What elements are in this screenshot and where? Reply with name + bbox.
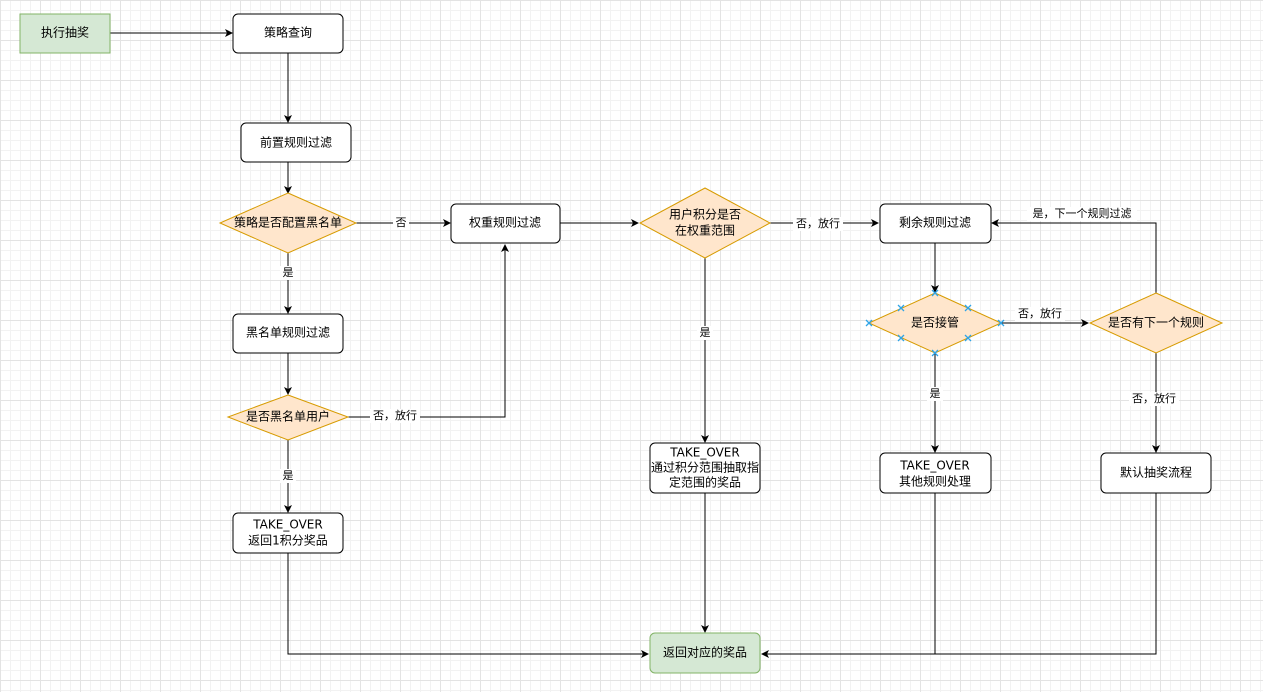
label-hasnext-yes-next: 是，下一个规则过滤 xyxy=(1027,206,1137,221)
node-label: 权重规则过滤 xyxy=(469,215,541,230)
node-label-line2: 通过积分范围抽取指 xyxy=(651,460,759,475)
node-label-line2: 在权重范围 xyxy=(675,224,735,238)
node-take-over-other[interactable]: TAKE_OVER 其他规则处理 xyxy=(879,452,992,494)
selection-handles xyxy=(865,289,1005,357)
node-label: 执行抽奖 xyxy=(41,26,89,40)
label-isblack-no-pass: 否，放行 xyxy=(370,408,420,423)
node-label-line1: TAKE_OVER xyxy=(899,459,969,473)
node-points-in-range[interactable]: 用户积分是否 在权重范围 xyxy=(638,187,772,259)
node-label: 策略是否配置黑名单 xyxy=(234,215,342,230)
edge-hasnext-to-remaining xyxy=(991,219,1157,293)
node-label: 是否有下一个规则 xyxy=(1108,315,1204,330)
node-label: 前置规则过滤 xyxy=(260,135,332,150)
node-label: 是否黑名单用户 xyxy=(246,409,330,424)
edges xyxy=(110,29,1160,658)
node-label: 策略查询 xyxy=(264,25,312,40)
node-label-line2: 其他规则处理 xyxy=(899,474,971,489)
node-label: 剩余规则过滤 xyxy=(899,215,971,230)
node-label: 返回对应的奖品 xyxy=(663,645,747,660)
node-blacklist-rule-filter[interactable]: 黑名单规则过滤 xyxy=(232,313,344,354)
label-text: 是，下一个规则过滤 xyxy=(1033,206,1132,220)
node-label: 默认抽奖流程 xyxy=(1120,465,1192,480)
node-label-line1: TAKE_OVER xyxy=(252,518,322,532)
label-text: 否，放行 xyxy=(796,216,840,230)
node-strategy-query[interactable]: 策略查询 xyxy=(232,13,344,54)
label-blackcfg-yes: 是 xyxy=(280,266,296,280)
node-has-next-rule[interactable]: 是否有下一个规则 xyxy=(1088,292,1224,354)
edge-labels: 否 是 否，放行 是 否，放行 是 是，下一个规则过滤 否，放行 xyxy=(280,206,1179,483)
node-label-line1: 用户积分是否 xyxy=(669,207,741,222)
label-text: 是 xyxy=(700,326,711,339)
label-pointsrange-no-pass: 否，放行 xyxy=(793,216,843,231)
label-isblack-yes: 是 xyxy=(280,469,296,483)
label-text: 否，放行 xyxy=(1132,391,1176,405)
label-blackcfg-no: 否 xyxy=(393,216,409,230)
label-text: 否，放行 xyxy=(373,408,417,422)
node-return-prize[interactable]: 返回对应的奖品 xyxy=(649,632,761,674)
node-remaining-rule-filter[interactable]: 剩余规则过滤 xyxy=(879,203,992,244)
node-label: 黑名单规则过滤 xyxy=(246,325,330,340)
node-default-draw-flow[interactable]: 默认抽奖流程 xyxy=(1100,452,1212,494)
label-text: 是 xyxy=(283,469,294,482)
node-label: 是否接管 xyxy=(911,315,959,330)
edge-isblack-to-weight xyxy=(348,244,509,418)
label-istakeover-no-pass: 否，放行 xyxy=(1015,306,1065,321)
node-blacklist-configured[interactable]: 策略是否配置黑名单 xyxy=(218,192,358,254)
node-label-line3: 定范围的奖品 xyxy=(669,475,741,490)
label-istakeover-yes: 是 xyxy=(927,387,943,401)
edge-default-to-return xyxy=(935,493,1157,655)
edge-takeoverother-to-return xyxy=(761,493,936,658)
node-take-over-1[interactable]: TAKE_OVER 返回1积分奖品 xyxy=(232,512,344,554)
node-execute-draw[interactable]: 执行抽奖 xyxy=(19,13,111,54)
label-text: 是 xyxy=(930,387,941,400)
label-text: 是 xyxy=(283,266,294,279)
node-is-takeover[interactable]: 是否接管 xyxy=(867,292,1003,354)
node-weight-rule-filter[interactable]: 权重规则过滤 xyxy=(450,203,561,244)
label-pointsrange-yes: 是 xyxy=(697,326,713,340)
node-label-line2: 返回1积分奖品 xyxy=(248,534,328,548)
edge-takeover1-to-return xyxy=(287,553,649,658)
node-label-line1: TAKE_OVER xyxy=(669,446,739,460)
label-text: 否，放行 xyxy=(1018,306,1062,320)
node-is-blacklist-user[interactable]: 是否黑名单用户 xyxy=(226,394,350,441)
node-take-over-weight[interactable]: TAKE_OVER 通过积分范围抽取指 定范围的奖品 xyxy=(649,442,761,494)
node-pre-rule-filter[interactable]: 前置规则过滤 xyxy=(240,122,352,163)
label-text: 否 xyxy=(396,216,407,229)
label-hasnext-no-pass: 否，放行 xyxy=(1129,391,1179,406)
